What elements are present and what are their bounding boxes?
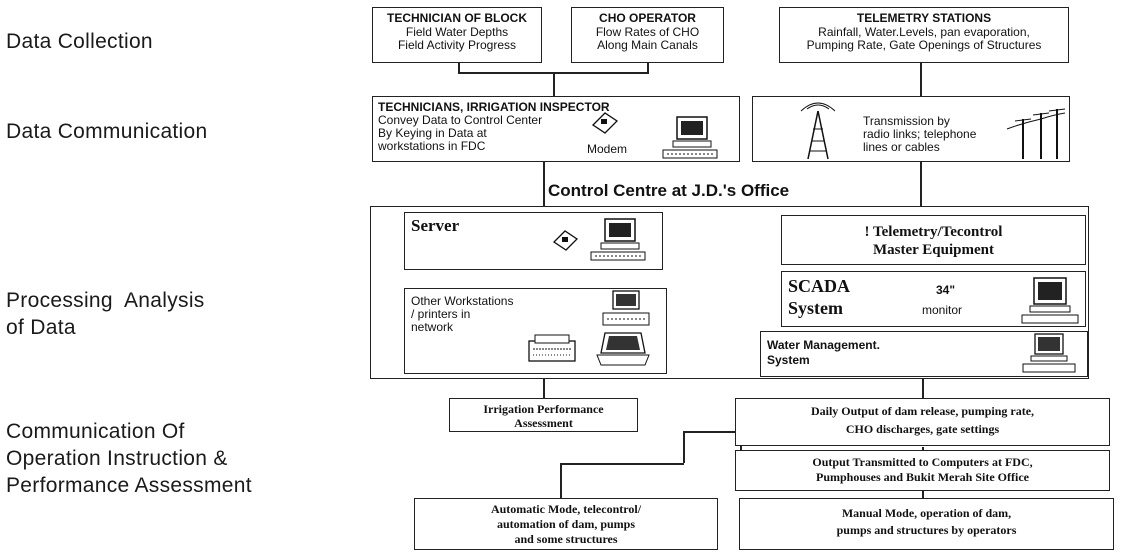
connector <box>683 431 741 433</box>
transmitted-line1: Output Transmitted to Computers at FDC, <box>736 456 1109 469</box>
workstations-line3: network <box>411 321 453 334</box>
automatic-line3: and some structures <box>415 533 717 546</box>
connector <box>683 431 685 463</box>
computer-icon <box>1022 278 1082 326</box>
technician-of-block-box: TECHNICIAN OF BLOCK Field Water Depths F… <box>372 7 542 63</box>
computer-icon <box>601 291 651 331</box>
connector <box>553 72 555 96</box>
connector <box>647 62 649 72</box>
irrigation-performance-box: Irrigation Performance Assessment <box>449 398 638 432</box>
connector <box>920 160 922 206</box>
connector <box>543 378 545 398</box>
daily-output-box: Daily Output of dam release, pumping rat… <box>735 398 1110 446</box>
cho-operator-box: CHO OPERATOR Flow Rates of CHO Along Mai… <box>571 7 724 63</box>
other-workstations-box: Other Workstations / printers in network <box>404 288 667 374</box>
water-mgmt-line2: System <box>767 354 810 367</box>
stage-label-data-collection: Data Collection <box>6 28 153 55</box>
control-centre-title: Control Centre at J.D.'s Office <box>548 181 789 201</box>
water-mgmt-line1: Water Management. <box>767 339 880 352</box>
telemetry-master-line1: ! Telemetry/Tecontrol <box>782 223 1085 241</box>
technician-title: TECHNICIAN OF BLOCK <box>373 12 541 25</box>
manual-line1: Manual Mode, operation of dam, <box>740 507 1113 520</box>
modem-icon <box>589 109 619 137</box>
irrigation-line1: Irrigation Performance <box>450 403 637 416</box>
telemetry-stations-box: TELEMETRY STATIONS Rainfall, Water.Level… <box>779 7 1069 63</box>
connector <box>922 490 924 498</box>
radio-tower-icon <box>793 101 843 161</box>
computer-icon <box>663 117 729 161</box>
scada-monitor-label: monitor <box>922 304 962 317</box>
transmission-box: Transmission by radio links; telephone l… <box>752 96 1070 162</box>
cho-line2: Along Main Canals <box>572 39 723 52</box>
stage-label-data-communication: Data Communication <box>6 118 208 145</box>
scada-system-box: SCADA System 34" monitor <box>781 271 1086 327</box>
water-management-box: Water Management. System <box>760 331 1088 377</box>
manual-mode-box: Manual Mode, operation of dam, pumps and… <box>739 498 1114 550</box>
server-box: Server <box>404 212 663 270</box>
telephone-pole-icon <box>1007 105 1067 159</box>
telemetry-master-line2: Master Equipment <box>782 241 1085 259</box>
automatic-line2: automation of dam, pumps <box>415 518 717 531</box>
stage-label-processing: Processing Analysis of Data <box>6 287 205 341</box>
server-label: Server <box>411 219 459 232</box>
cho-title: CHO OPERATOR <box>572 12 723 25</box>
scada-line2: System <box>788 298 843 318</box>
telemetry-title: TELEMETRY STATIONS <box>780 12 1068 25</box>
connector <box>920 62 922 96</box>
output-transmitted-box: Output Transmitted to Computers at FDC, … <box>735 450 1110 491</box>
automatic-line1: Automatic Mode, telecontrol/ <box>415 503 717 516</box>
modem-label: Modem <box>587 143 627 156</box>
connector <box>922 378 924 398</box>
control-centre-box: Server ! Telemetry/Tecontrol Master Equi… <box>370 206 1089 379</box>
daily-line2: CHO discharges, gate settings <box>736 423 1109 436</box>
telemetry-line2: Pumping Rate, Gate Openings of Structure… <box>780 39 1068 52</box>
computer-icon <box>1023 334 1079 376</box>
printer-icon <box>525 333 581 369</box>
telemetry-master-box: ! Telemetry/Tecontrol Master Equipment <box>781 215 1086 265</box>
computer-icon <box>591 219 653 265</box>
technician-line2: Field Activity Progress <box>373 39 541 52</box>
connector <box>560 463 562 498</box>
connector <box>560 463 684 465</box>
scada-monitor-size: 34" <box>936 284 955 297</box>
laptop-icon <box>593 331 653 371</box>
connector <box>543 160 545 206</box>
manual-line2: pumps and structures by operators <box>740 524 1113 537</box>
inspector-line3: workstations in FDC <box>378 140 485 153</box>
automatic-mode-box: Automatic Mode, telecontrol/ automation … <box>414 498 718 550</box>
scada-line1: SCADA <box>788 276 850 296</box>
irrigation-line2: Assessment <box>450 417 637 430</box>
transmitted-line2: Pumphouses and Bukit Merah Site Office <box>736 471 1109 484</box>
transmission-line3: lines or cables <box>863 141 940 154</box>
connector <box>458 62 460 72</box>
stage-label-operation-instruction: Communication Of Operation Instruction &… <box>6 418 252 499</box>
modem-icon <box>551 227 581 253</box>
daily-line1: Daily Output of dam release, pumping rat… <box>736 405 1109 418</box>
technicians-inspector-box: TECHNICIANS, IRRIGATION INSPECTOR Convey… <box>372 96 740 162</box>
